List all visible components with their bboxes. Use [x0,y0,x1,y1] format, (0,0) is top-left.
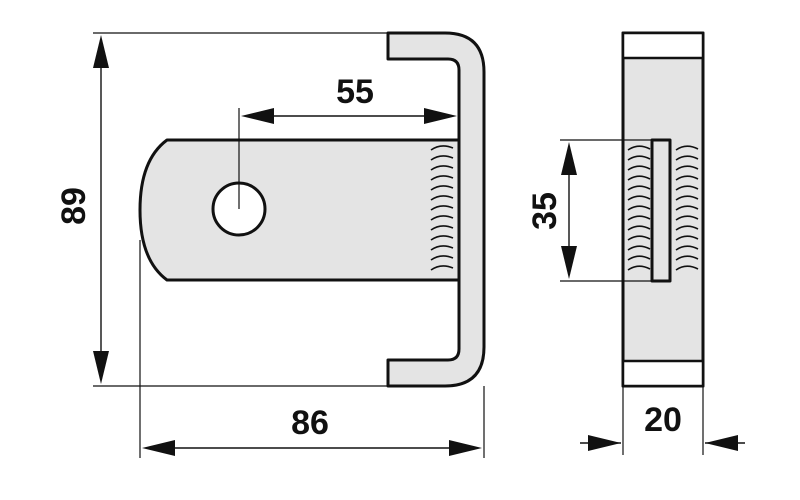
tongue-plate [138,138,461,282]
dim-label-length: 86 [291,404,329,442]
arrow-down [561,246,577,279]
dim-label-height: 89 [55,187,93,225]
side-bottom-band [621,359,705,388]
side-tongue-edge [650,138,672,283]
arrow-right [588,435,621,451]
dimension-hole-offset: 55 [238,73,457,209]
side-top-band [621,31,705,60]
arrow-left [142,440,175,456]
arrow-left [241,108,274,124]
arrow-left [705,435,738,451]
arrow-up [93,35,109,68]
dimension-overall-length: 86 [139,240,485,458]
arrow-up [561,142,577,175]
arrow-down [93,351,109,384]
dimension-thickness: 20 [580,386,745,455]
dim-label-hole-offset: 55 [336,73,374,111]
side-view [621,31,705,388]
dimension-weld-length: 35 [526,139,652,282]
dim-label-thickness: 20 [644,401,682,439]
front-view [138,31,486,388]
front-weld-seam [430,145,454,271]
dim-label-weld: 35 [526,192,564,230]
side-weld-seam [627,145,699,271]
arrow-right [424,108,457,124]
dimension-overall-height: 89 [55,32,388,387]
arrow-right [449,440,482,456]
